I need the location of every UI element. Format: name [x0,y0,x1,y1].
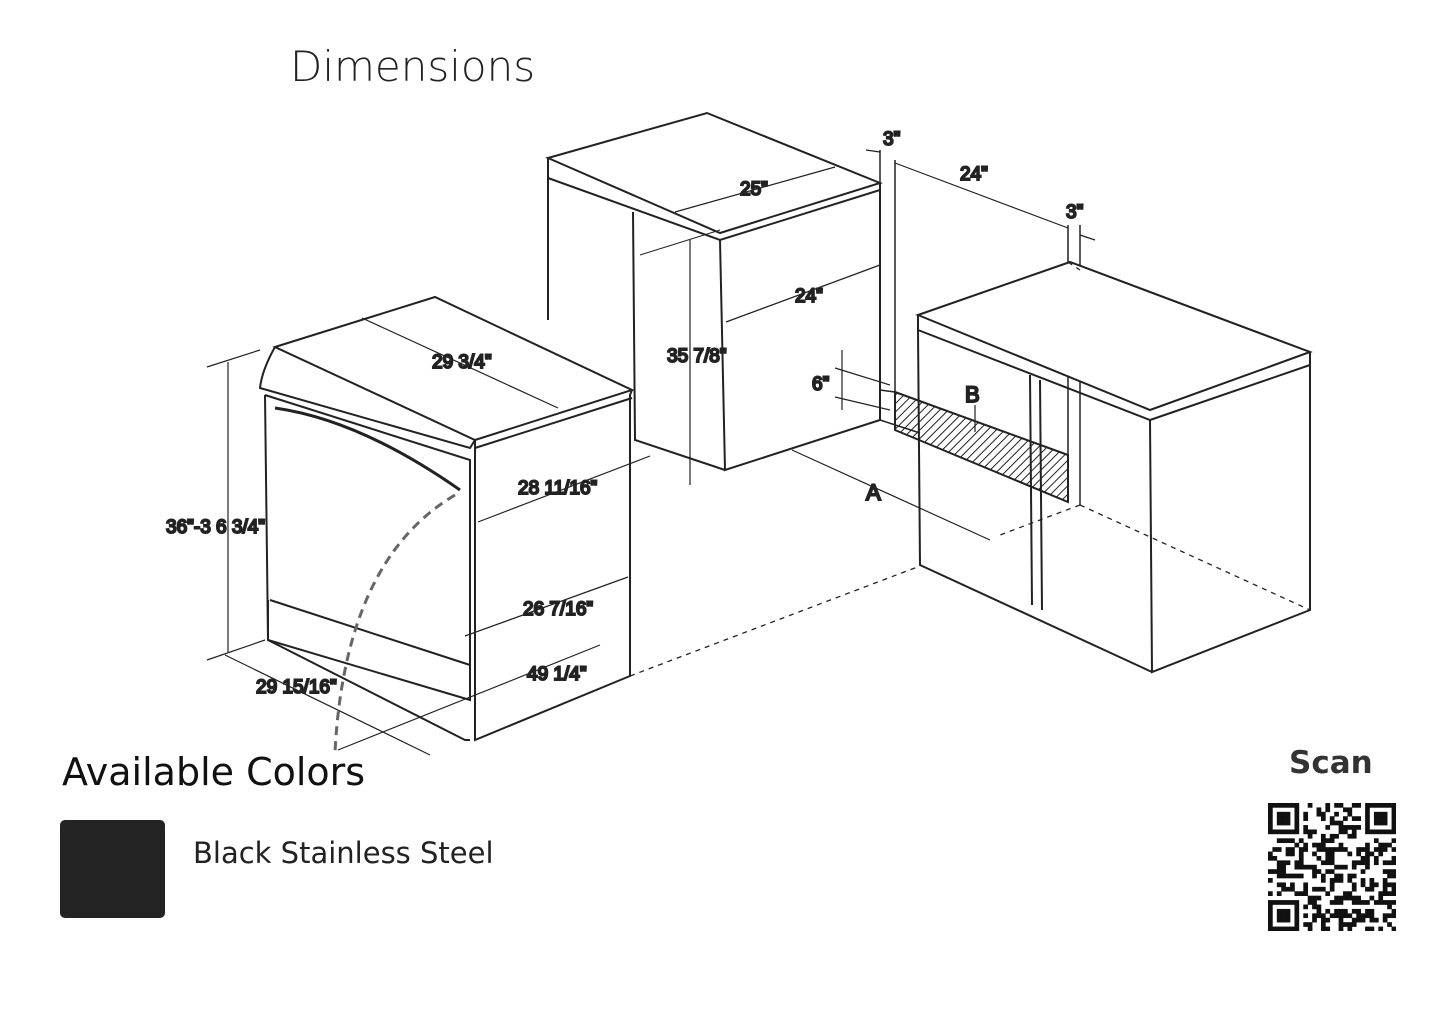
dim-range-depth-side: 28 11/16" [518,478,597,499]
range [258,295,635,753]
dim-gap-right: 3" [1066,202,1083,223]
scan-label: Scan [1289,745,1373,781]
dim-range-height: 36"-3 6 3/4" [166,517,265,538]
dim-range-door-open: 49 1/4" [527,664,587,685]
color-name: Black Stainless Steel [193,836,494,870]
dim-range-width: 29 15/16" [256,677,337,698]
label-a: A [866,480,881,505]
label-b: B [965,382,980,407]
dim-cabinet-depth-top: 25" [740,179,768,200]
dim-outlet-height: 6" [812,374,829,395]
dim-cabinet-height: 35 7/8" [667,346,727,367]
dim-range-depth-lower: 26 7/16" [523,599,593,620]
middle-cabinet [545,111,883,472]
page-title: Dimensions [290,42,536,91]
qr-code[interactable] [1268,803,1396,931]
right-cabinet [894,260,1313,674]
outlet-zone-b [894,390,1069,504]
color-swatch-black-stainless [60,820,165,918]
dim-cabinet-depth: 24" [795,286,823,307]
dim-range-width-top: 29 3/4" [432,352,492,373]
floor-lines [629,261,1311,677]
available-colors-heading: Available Colors [62,750,366,794]
dim-opening: 24" [960,164,988,185]
dimension-lines [206,149,1096,756]
dim-gap-left: 3" [883,129,900,150]
